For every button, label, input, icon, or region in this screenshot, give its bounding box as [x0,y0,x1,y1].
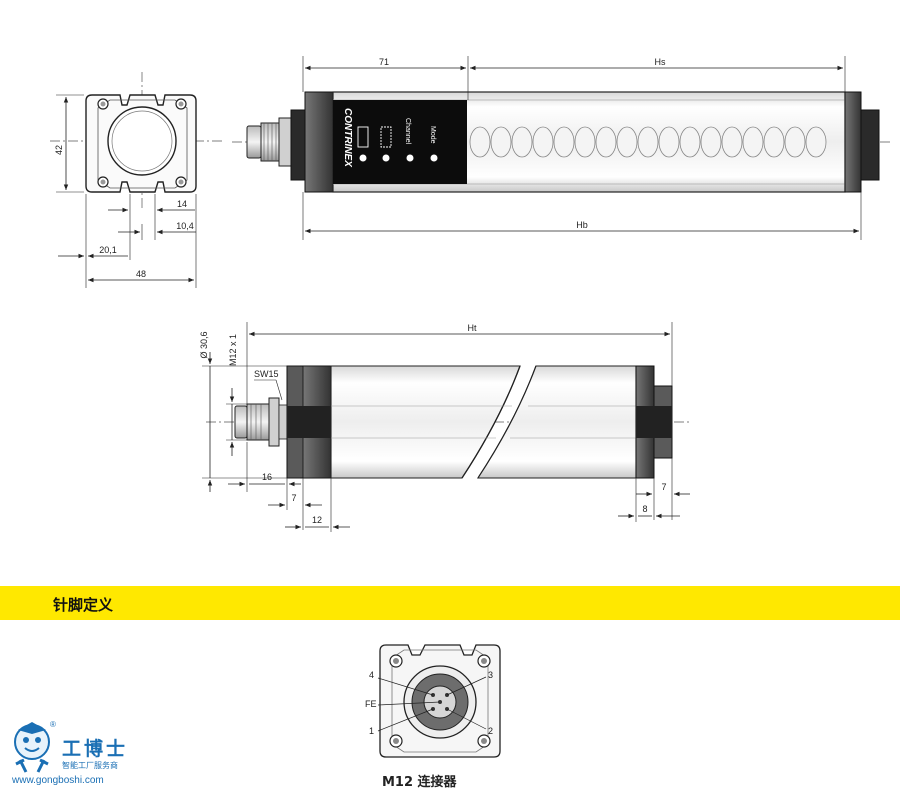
dim-diameter: Ø 30,6 [199,331,209,358]
top-view: CONTRINEX Channel Mode 71 Hs Hb [232,56,893,240]
lens-bead [490,126,512,158]
lens-bead [805,126,827,158]
led-icon [359,154,438,162]
dim-8: 8 [642,504,647,514]
lens-bead [574,126,596,158]
watermark-name: 工博士 [62,738,129,760]
screw-icon [389,654,491,748]
channel-label: Channel [404,118,411,145]
lens-bead [637,126,659,158]
dim-hb: Hb [576,220,588,230]
section-title: 针脚定义 [53,596,114,614]
dim-7-left: 7 [291,493,296,503]
side-view: Ht Ø 30,6 M12 x 1 SW15 16 7 [199,322,690,532]
registered-mark: ® [50,720,56,729]
dim-12: 12 [312,515,322,525]
brand-label: CONTRINEX [342,108,353,168]
dim-ht: Ht [468,323,477,333]
dim-10-4: 10,4 [176,221,194,231]
dim-42: 42 [54,145,64,155]
end-view: 42 14 10,4 20,1 48 [50,72,225,288]
lens-bead [553,126,575,158]
dim-14: 14 [177,199,187,209]
screw-icon [97,98,187,188]
m12-connector-icon [246,117,292,167]
lens-bead [658,126,680,158]
dim-71: 71 [379,57,389,67]
dim-20-1: 20,1 [99,245,117,255]
lens-bead [469,126,491,158]
lens-bead [532,126,554,158]
lens-bead [511,126,533,158]
dim-48: 48 [136,269,146,279]
pin-fe-label: FE [365,699,377,709]
pin-4-label: 4 [369,670,374,680]
lens-bead [595,126,617,158]
dim-hs: Hs [655,57,666,67]
mode-label: Mode [429,126,436,144]
lens-bead [784,126,806,158]
lens-bead [721,126,743,158]
watermark-url: www.gongboshi.com [12,775,104,786]
section-header-band: 针脚定义 [0,586,900,620]
pin-3-label: 3 [488,670,493,680]
lens-bead [763,126,785,158]
display-icon [357,126,392,148]
dim-16: 16 [262,472,272,482]
pin-1-label: 1 [369,726,374,736]
watermark-logo: ® 工博士 智能工厂服务商 www.gongboshi.com [6,718,146,793]
lens-bead [679,126,701,158]
mascot-icon [14,722,50,773]
dim-7-right: 7 [661,482,666,492]
lens-bead [616,126,638,158]
watermark-subtitle: 智能工厂服务商 [62,761,118,770]
dim-sw15: SW15 [254,369,279,379]
pin-2-label: 2 [488,726,493,736]
dim-thread: M12 x 1 [228,334,238,366]
connector-pinout: 4 3 FE 1 2 [365,644,501,758]
connector-caption: M12 连接器 [382,775,457,790]
lens-array-icon [469,126,827,158]
lens-bead [700,126,722,158]
lens-bead [742,126,764,158]
